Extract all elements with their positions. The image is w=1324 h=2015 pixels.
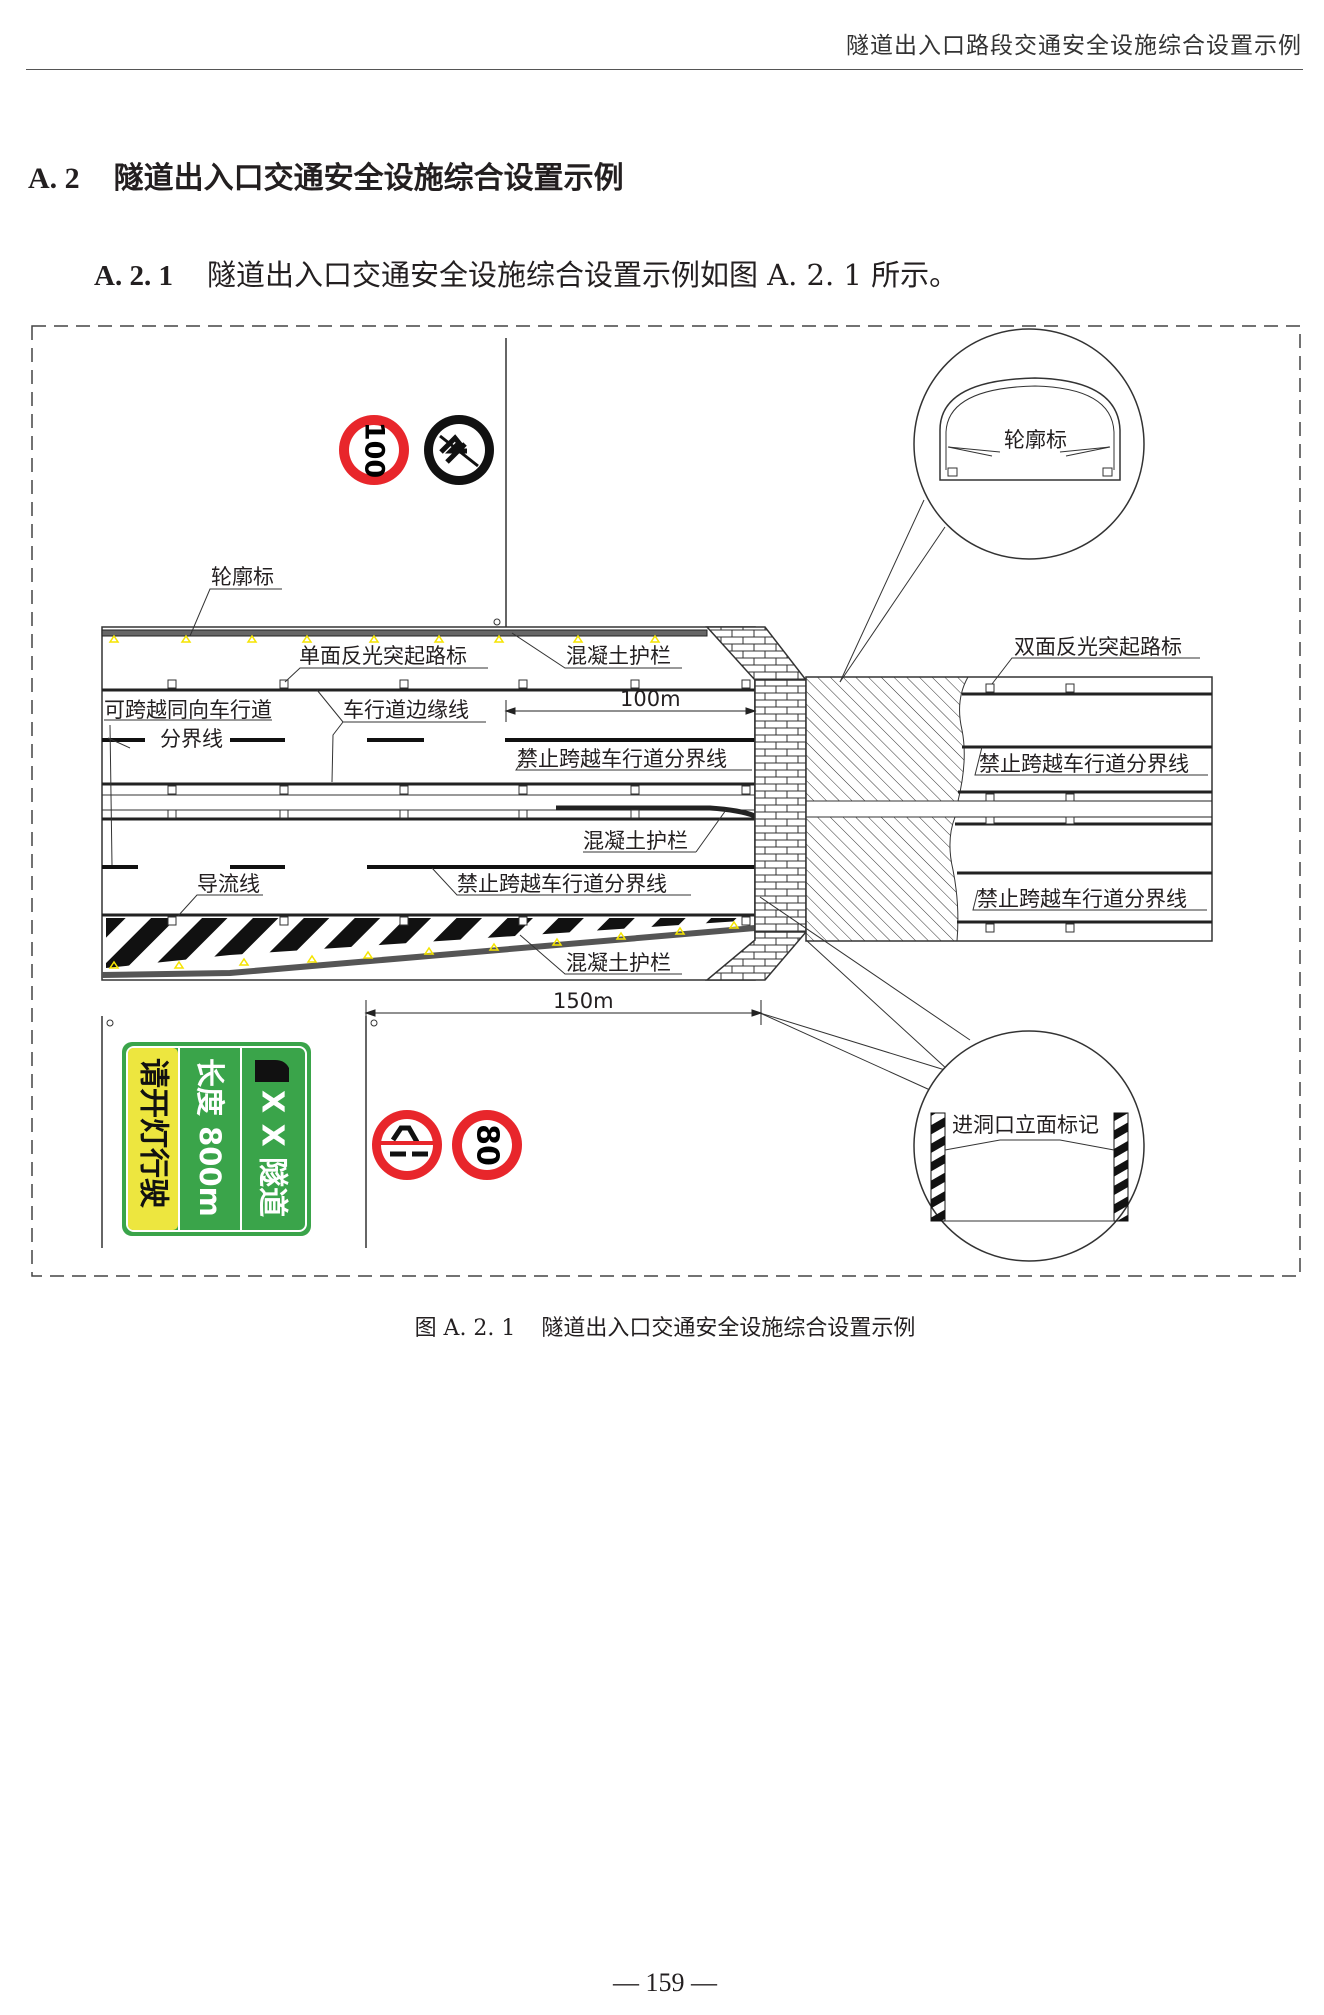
- speed-limit-80-sign: 80: [452, 1110, 522, 1180]
- portal-marking-detail-callout: [759, 896, 1145, 1262]
- section-title: 隧道出入口交通安全设施综合设置示例: [113, 161, 624, 196]
- tunnel-length-text: 长度 800m: [193, 1058, 227, 1217]
- speed-limit-80-text: 80: [470, 1124, 505, 1166]
- section-heading: A. 2 隧道出入口交通安全设施综合设置示例: [28, 153, 624, 197]
- label-detail-delineator: 轮廓标: [1004, 428, 1067, 452]
- label-no-cross-right-1: 禁止跨越车行道分界线: [979, 752, 1189, 776]
- label-100m: 100m: [620, 687, 681, 711]
- speed-limit-100-sign: 100: [339, 415, 409, 485]
- label-crossable-divider-2: 分界线: [160, 727, 223, 751]
- leader-lines: [104, 588, 1208, 975]
- label-150m: 150m: [553, 989, 614, 1013]
- clause-text: 隧道出入口交通安全设施综合设置示例如图 A. 2. 1 所示。: [206, 258, 959, 292]
- header-rule: [26, 69, 1303, 70]
- label-barrier-top: 混凝土护栏: [566, 644, 671, 668]
- dimension-100m: [504, 700, 757, 722]
- delineators: [108, 634, 740, 969]
- label-detail-portal-marking: 进洞口立面标记: [952, 1113, 1099, 1137]
- figure-caption-number: 图 A. 2. 1: [414, 1316, 516, 1341]
- clause-paragraph: A. 2. 1 隧道出入口交通安全设施综合设置示例如图 A. 2. 1 所示。: [94, 252, 958, 294]
- label-single-raised-marker: 单面反光突起路标: [299, 644, 467, 668]
- figure-caption: 图 A. 2. 1 隧道出入口交通安全设施综合设置示例: [0, 1310, 1324, 1342]
- sign-post-base: [493, 618, 501, 626]
- right-road-plan: [805, 676, 1213, 942]
- speed-limit-100-text: 100: [359, 422, 390, 478]
- label-edge-line: 车行道边缘线: [343, 698, 469, 722]
- label-no-cross-1: 禁止跨越车行道分界线: [517, 747, 727, 771]
- running-header: 隧道出入口路段交通安全设施综合设置示例: [846, 33, 1302, 59]
- tunnel-icon: [255, 1060, 289, 1082]
- page-number: — 159 —: [613, 1968, 717, 1997]
- figure-caption-text: 隧道出入口交通安全设施综合设置示例: [541, 1316, 916, 1341]
- tunnel-guide-sign: X X 隧道 长度 800m 请开灯行驶: [122, 1042, 311, 1236]
- delineator-detail-callout: [839, 328, 1145, 683]
- label-delineator: 轮廓标: [211, 565, 274, 589]
- section-number: A. 2: [28, 162, 80, 195]
- lights-on-text: 请开灯行驶: [136, 1058, 171, 1208]
- label-barrier-bottom: 混凝土护栏: [566, 951, 671, 975]
- label-diversion-line: 导流线: [197, 872, 260, 896]
- clause-number: A. 2. 1: [94, 260, 173, 292]
- figure-dashed-frame: [31, 325, 1301, 1277]
- label-no-cross-2: 禁止跨越车行道分界线: [457, 872, 667, 896]
- no-overtaking-sign: [424, 415, 494, 485]
- no-lane-change-sign: [372, 1110, 442, 1180]
- left-road-plan: [101, 626, 807, 981]
- label-no-cross-right-2: 禁止跨越车行道分界线: [977, 887, 1187, 911]
- label-double-raised-marker: 双面反光突起路标: [1014, 635, 1182, 659]
- dimension-150m: [364, 1000, 763, 1025]
- label-barrier-mid: 混凝土护栏: [583, 829, 688, 853]
- label-crossable-divider: 可跨越同向车行道: [104, 698, 272, 722]
- tunnel-name-text: X X 隧道: [255, 1090, 290, 1217]
